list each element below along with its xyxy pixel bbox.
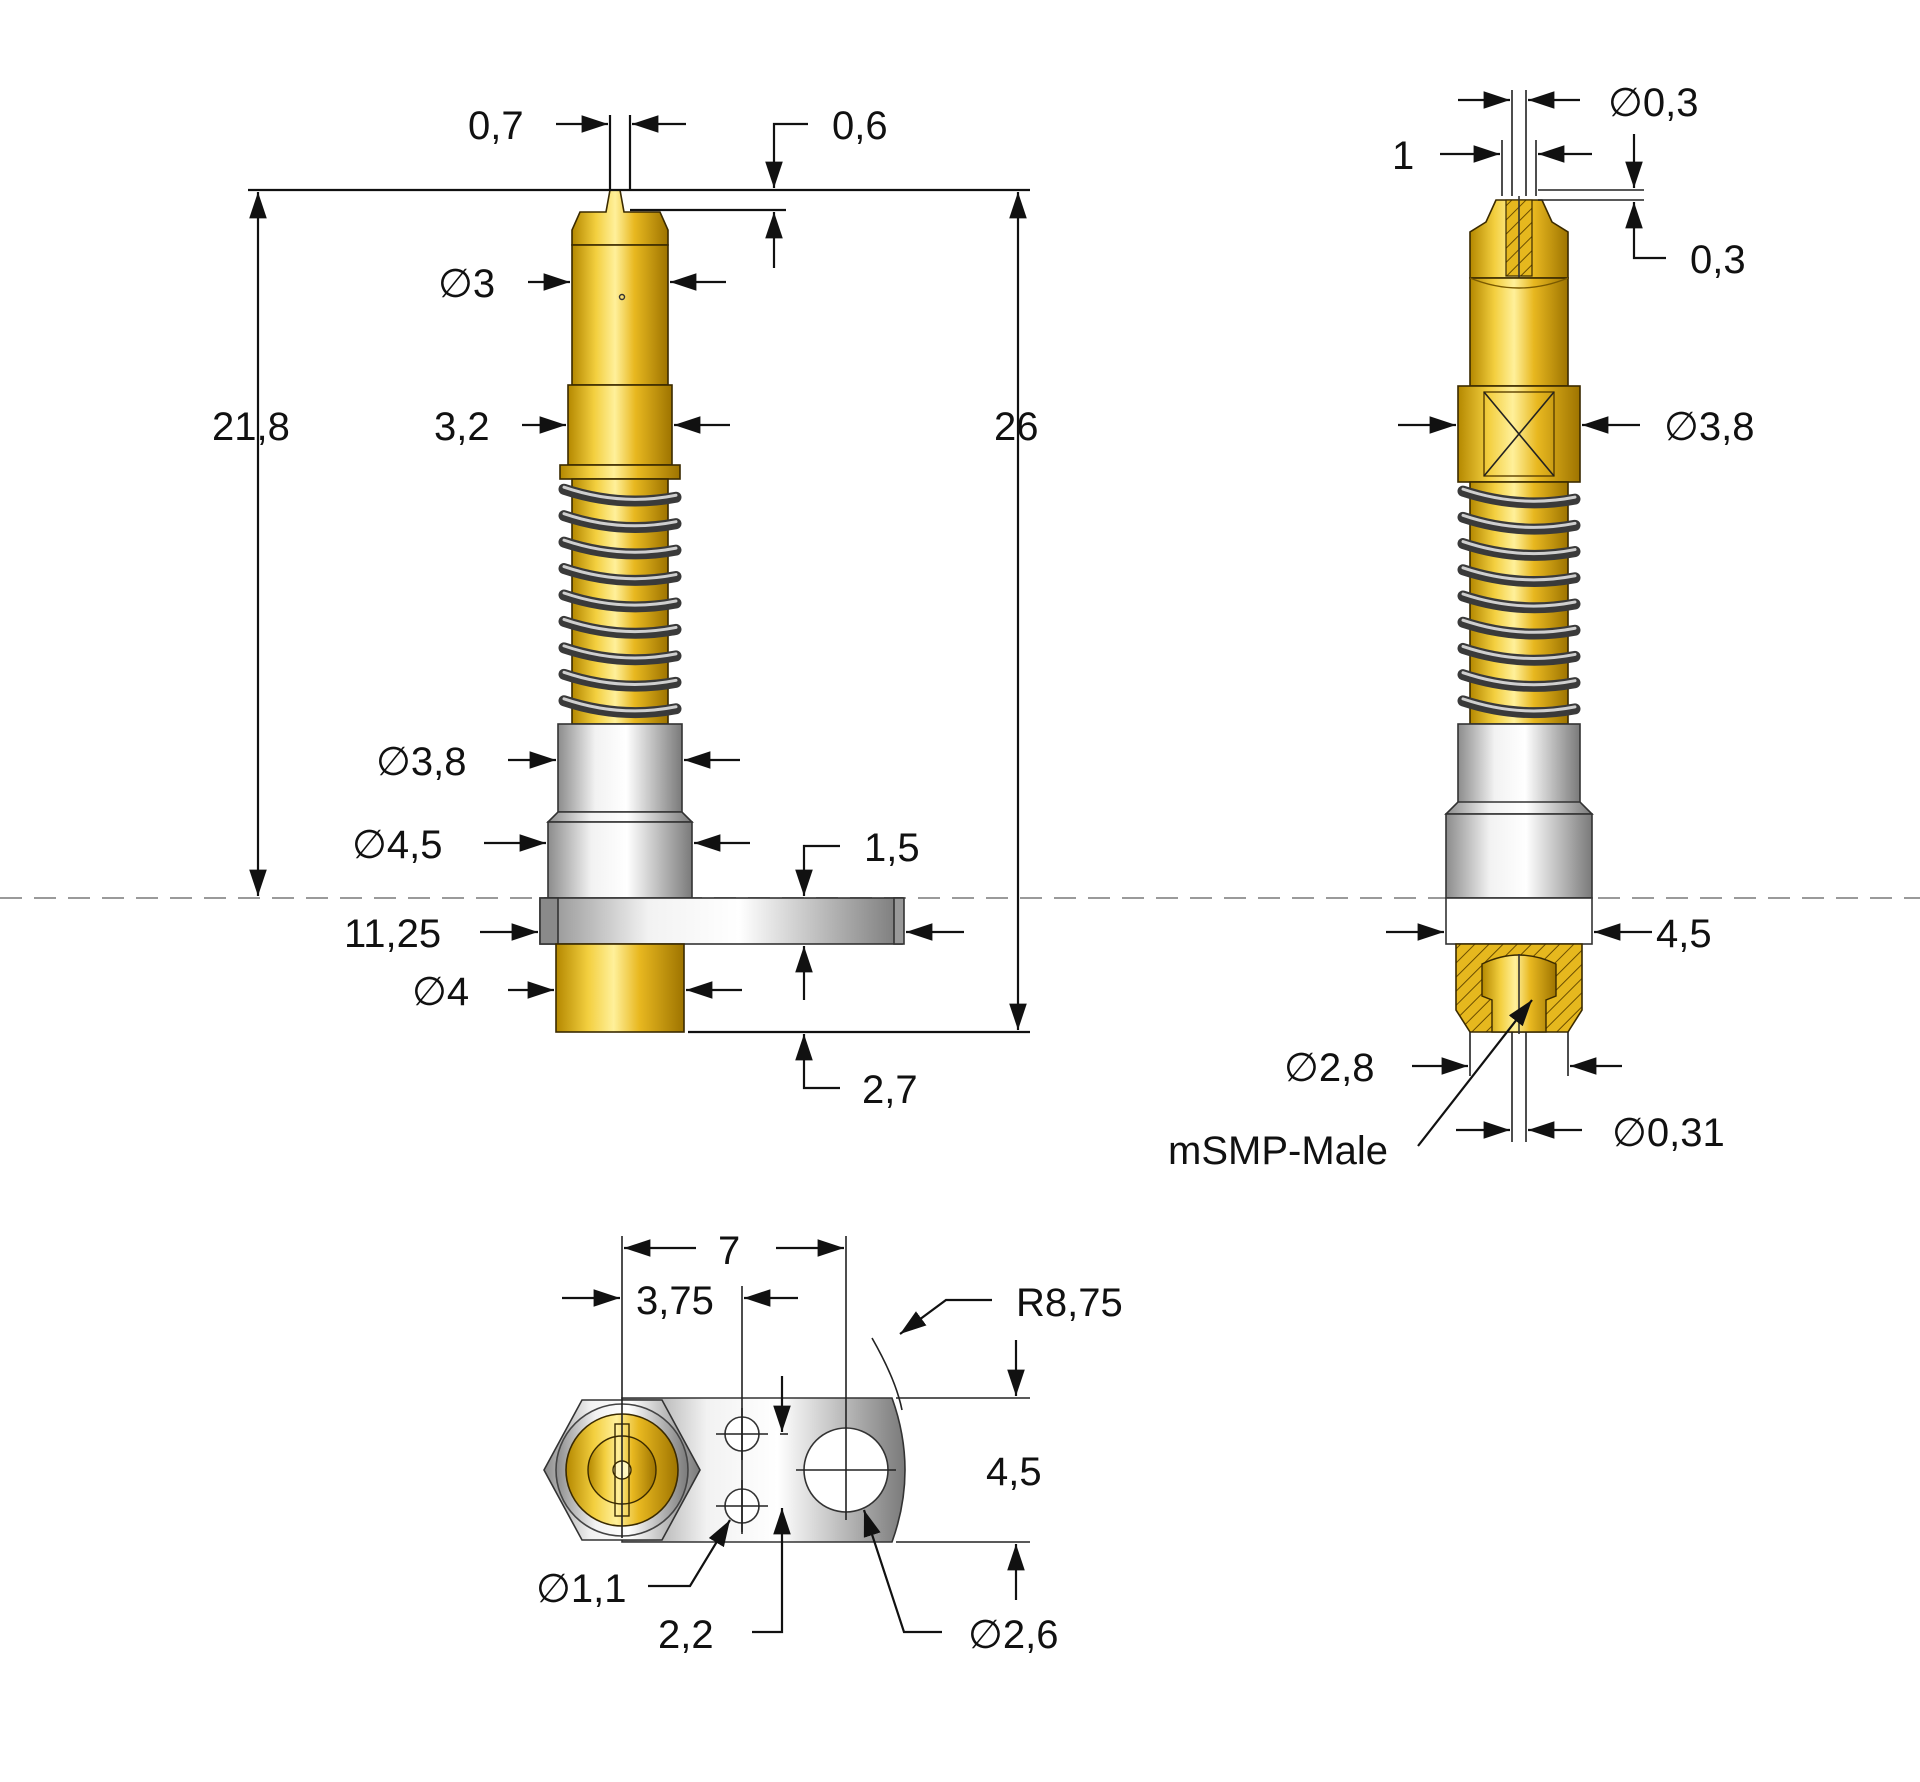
sleeve-38	[557, 723, 683, 813]
dim-r875: R8,75	[1016, 1281, 1123, 1325]
pin-tip	[571, 189, 669, 246]
spring-coil	[1457, 538, 1581, 561]
dim-1125: 11,25	[344, 912, 441, 956]
spring	[558, 483, 682, 719]
spring-coil	[558, 668, 682, 692]
spring-coil	[1457, 511, 1581, 535]
dim-218: 21,8	[212, 405, 290, 449]
spring-coil-highlight	[562, 512, 678, 528]
front-view: ∅0,3 1 0,3 ∅3,8 4,5 ∅2,8 ∅0,31 mSMP-Male	[1168, 81, 1754, 1173]
spring-coil-highlight	[562, 617, 678, 634]
front-dim-dia38: ∅3,8	[1664, 405, 1754, 449]
spring-coil-highlight	[1461, 540, 1577, 556]
dim-dia45: ∅4,5	[352, 823, 442, 867]
dim-dia38: ∅3,8	[376, 740, 466, 784]
dim-1: 1	[1392, 134, 1414, 178]
spring-coil	[1457, 485, 1581, 509]
top-dim-45: 4,5	[986, 1450, 1042, 1494]
spring-coil	[558, 615, 682, 639]
front-upper	[1469, 277, 1569, 387]
spring-coil-highlight	[1461, 487, 1577, 503]
spring-coil-highlight	[1461, 566, 1577, 582]
bottom-body	[555, 943, 685, 1033]
spring-coil	[1457, 616, 1581, 640]
spring-coil	[1457, 642, 1581, 666]
spring-coil-highlight	[1461, 592, 1577, 608]
spring-coil-highlight	[562, 538, 678, 554]
dim-dia26: ∅2,6	[968, 1613, 1058, 1657]
dim-dia4: ∅4	[412, 970, 469, 1014]
spring-coil-highlight	[562, 485, 678, 501]
dim-32: 3,2	[434, 405, 490, 449]
spring-coil-highlight	[562, 565, 678, 581]
dim-07: 0,7	[468, 104, 524, 148]
front-hex-face	[1483, 391, 1555, 477]
top-view: 7 3,75 R8,75 4,5 2,2 ∅1,1 ∅2,6	[536, 1229, 1123, 1657]
dim-03: 0,3	[1690, 238, 1746, 282]
dim-27: 2,7	[862, 1068, 918, 1112]
spring-coil-highlight	[1461, 644, 1577, 661]
dim-dia031: ∅0,31	[1612, 1111, 1725, 1155]
spring-coil-highlight	[562, 644, 678, 660]
plunger-collar-lip	[559, 464, 681, 480]
spring-coil	[1457, 695, 1581, 719]
dim-06: 0,6	[832, 104, 888, 148]
dim-375: 3,75	[636, 1279, 714, 1323]
msmp-label: mSMP-Male	[1168, 1129, 1388, 1173]
spring-coil-highlight	[1461, 513, 1577, 529]
front-spring	[1457, 485, 1581, 719]
spring-coil-highlight	[1461, 671, 1577, 687]
spring-coil	[558, 695, 682, 719]
dim-dia28: ∅2,8	[1284, 1046, 1374, 1090]
spring-coil	[1457, 669, 1581, 692]
dim-26: 26	[994, 405, 1039, 449]
plunger-collar	[567, 384, 673, 466]
front-sleeve-38	[1457, 723, 1581, 813]
spring-coil	[558, 589, 682, 613]
sleeve-45	[547, 821, 693, 899]
side-view: 0,7 0,6 ∅3 21,8 3,2 26 ∅3,8 ∅4,5 1,5 11	[212, 104, 1039, 1112]
spring-coil	[558, 642, 682, 666]
spring-coil	[1457, 590, 1581, 614]
spring-coil-highlight	[562, 591, 678, 607]
dim-15: 1,5	[864, 826, 920, 870]
dim-dia3: ∅3	[438, 262, 495, 306]
dim-dia11: ∅1,1	[536, 1567, 626, 1611]
spring-coil-highlight	[562, 697, 678, 713]
vent-hole	[618, 293, 626, 301]
spring-coil-highlight	[1461, 618, 1577, 634]
spring-coil-highlight	[562, 670, 678, 686]
spring-coil	[558, 536, 682, 560]
front-upper-curve	[1469, 277, 1569, 289]
front-dim-45: 4,5	[1656, 912, 1712, 956]
dim-22: 2,2	[658, 1613, 714, 1657]
spring-coil	[1457, 564, 1581, 588]
flange-end	[539, 897, 559, 945]
spring-coil	[558, 483, 682, 507]
flange-bar	[539, 897, 903, 945]
dim-7: 7	[718, 1229, 740, 1273]
front-flange	[1445, 897, 1593, 945]
spring-coil	[558, 510, 682, 533]
spring-coil-highlight	[1461, 697, 1577, 713]
flange-tip	[893, 897, 905, 945]
front-sleeve-45	[1445, 813, 1593, 899]
dim-dia03: ∅0,3	[1608, 81, 1698, 125]
spring-coil	[558, 563, 682, 586]
sleeve-chamfer	[546, 811, 694, 823]
plunger-upper	[571, 244, 669, 386]
